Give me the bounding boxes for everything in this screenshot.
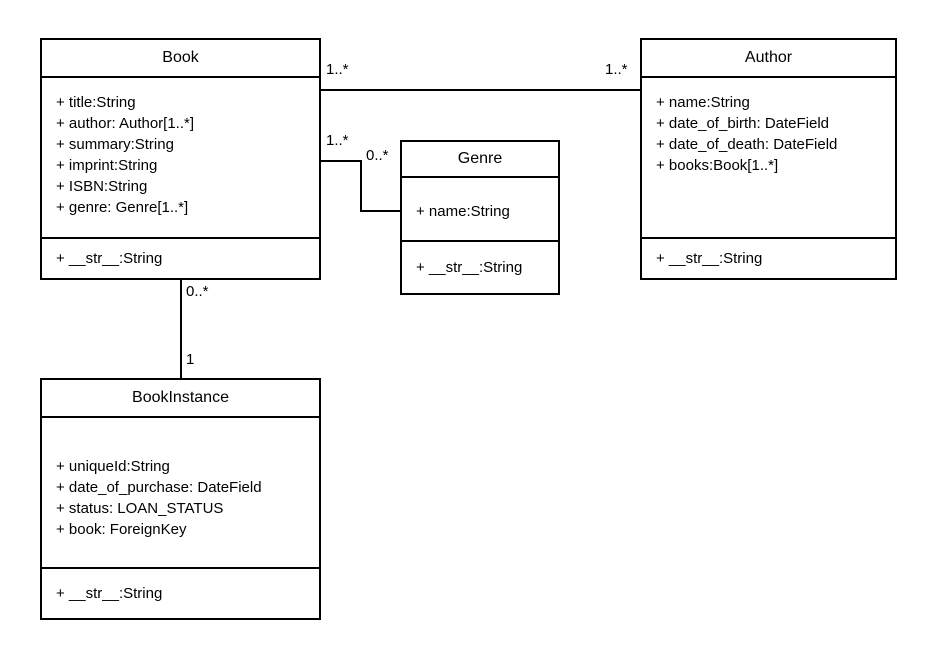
method-item: + __str__:String	[56, 250, 163, 267]
class-name-bookinstance: BookInstance	[42, 380, 319, 418]
method-item: + __str__:String	[56, 585, 163, 602]
attributes-compartment-book: + title:String + author: Author[1..*] + …	[42, 78, 319, 237]
attributes-compartment-author: + name:String + date_of_birth: DateField…	[642, 78, 895, 237]
attribute-item: + date_of_death: DateField	[656, 136, 838, 153]
uml-class-bookinstance[interactable]: BookInstance + uniqueId:String + date_of…	[40, 378, 321, 620]
association-line-book-genre-segment-1	[321, 160, 362, 162]
attribute-item: + book: ForeignKey	[56, 521, 187, 538]
attribute-item: + name:String	[416, 202, 510, 220]
multiplicity-book-author-target: 1..*	[605, 61, 628, 78]
attributes-compartment-bookinstance: + uniqueId:String + date_of_purchase: Da…	[42, 418, 319, 567]
multiplicity-book-genre-target: 0..*	[366, 147, 389, 164]
methods-compartment-author: + __str__:String	[642, 237, 895, 278]
methods-compartment-bookinstance: + __str__:String	[42, 567, 319, 618]
multiplicity-book-genre-source: 1..*	[326, 132, 349, 149]
class-name-genre: Genre	[402, 142, 558, 178]
multiplicity-book-bookinstance-target: 1	[186, 351, 195, 368]
class-name-author: Author	[642, 40, 895, 78]
attribute-item: + date_of_birth: DateField	[656, 115, 830, 132]
association-line-book-author	[321, 89, 640, 91]
association-line-book-genre-segment-2	[360, 160, 362, 212]
attributes-compartment-genre: + name:String	[402, 178, 558, 240]
attribute-item: + date_of_purchase: DateField	[56, 479, 262, 496]
class-name-book: Book	[42, 40, 319, 78]
attribute-item: + uniqueId:String	[56, 458, 170, 475]
association-line-book-genre-segment-3	[360, 210, 400, 212]
methods-compartment-genre: + __str__:String	[402, 240, 558, 293]
attribute-item: + ISBN:String	[56, 178, 148, 195]
attribute-item: + books:Book[1..*]	[656, 157, 779, 174]
method-item: + __str__:String	[416, 259, 523, 276]
attribute-item: + genre: Genre[1..*]	[56, 199, 189, 216]
attribute-item: + name:String	[656, 94, 750, 111]
uml-class-genre[interactable]: Genre + name:String + __str__:String	[400, 140, 560, 295]
uml-class-author[interactable]: Author + name:String + date_of_birth: Da…	[640, 38, 897, 280]
association-line-book-bookinstance	[180, 280, 182, 378]
methods-compartment-book: + __str__:String	[42, 237, 319, 278]
attribute-item: + status: LOAN_STATUS	[56, 500, 224, 517]
method-item: + __str__:String	[656, 250, 763, 267]
attribute-item: + imprint:String	[56, 157, 158, 174]
multiplicity-book-bookinstance-source: 0..*	[186, 283, 209, 300]
uml-class-book[interactable]: Book + title:String + author: Author[1..…	[40, 38, 321, 280]
attribute-item: + summary:String	[56, 136, 174, 153]
attribute-item: + title:String	[56, 94, 136, 111]
multiplicity-book-author-source: 1..*	[326, 61, 349, 78]
attribute-item: + author: Author[1..*]	[56, 115, 195, 132]
